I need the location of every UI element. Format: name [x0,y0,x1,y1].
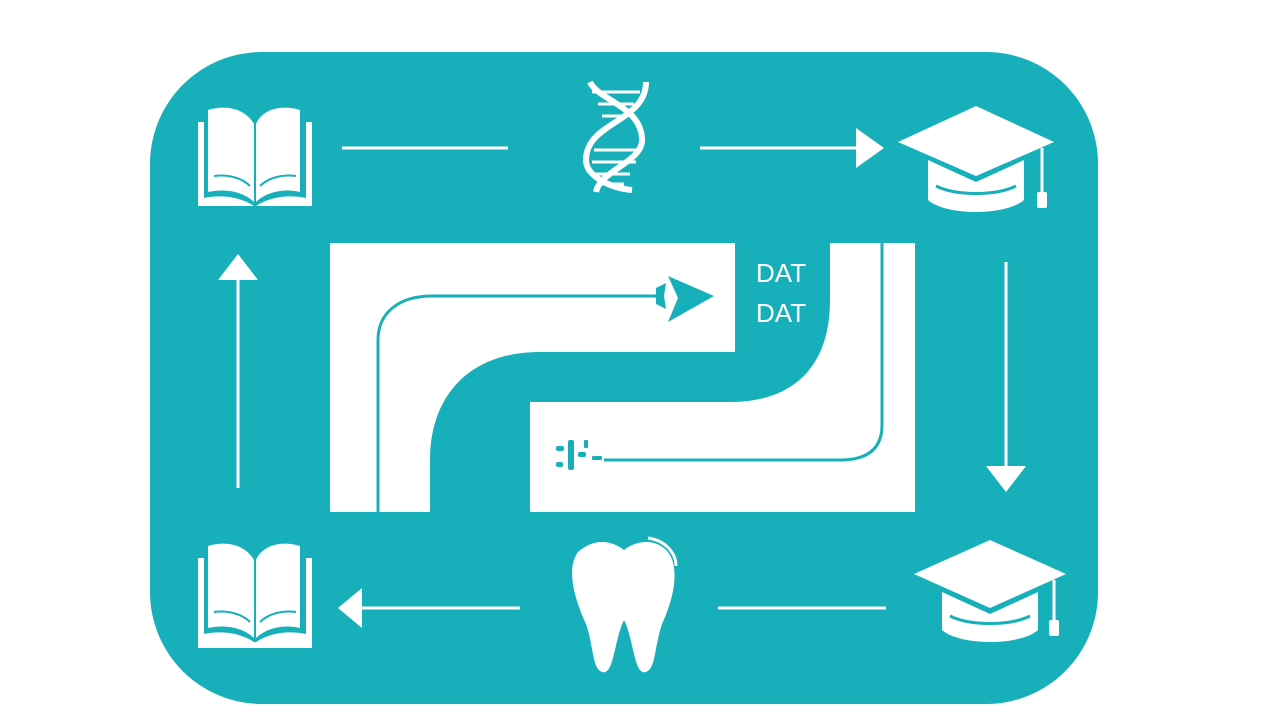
open-book-icon-top [198,107,312,206]
graduation-cap-icon-bottom [914,540,1066,642]
dat-label-bottom: DAT [452,416,502,446]
dna-icon [582,80,649,193]
arrow-up-icon [218,254,258,280]
sparkle-icon [556,440,602,470]
arrow-left-icon [338,588,362,628]
arrow-down-icon [986,466,1026,492]
small-tooth-icon [460,453,500,489]
dat-label-top-1: DAT [756,258,806,288]
arrow-right-icon [856,128,884,168]
central-path [330,243,915,512]
teal-panel [150,52,1098,704]
tooth-icon [572,536,678,673]
dat-label-top-2: DAT [756,298,806,328]
graduation-cap-icon-top [898,106,1054,212]
open-book-icon-bottom [198,543,312,648]
path-arrowhead [668,276,714,322]
